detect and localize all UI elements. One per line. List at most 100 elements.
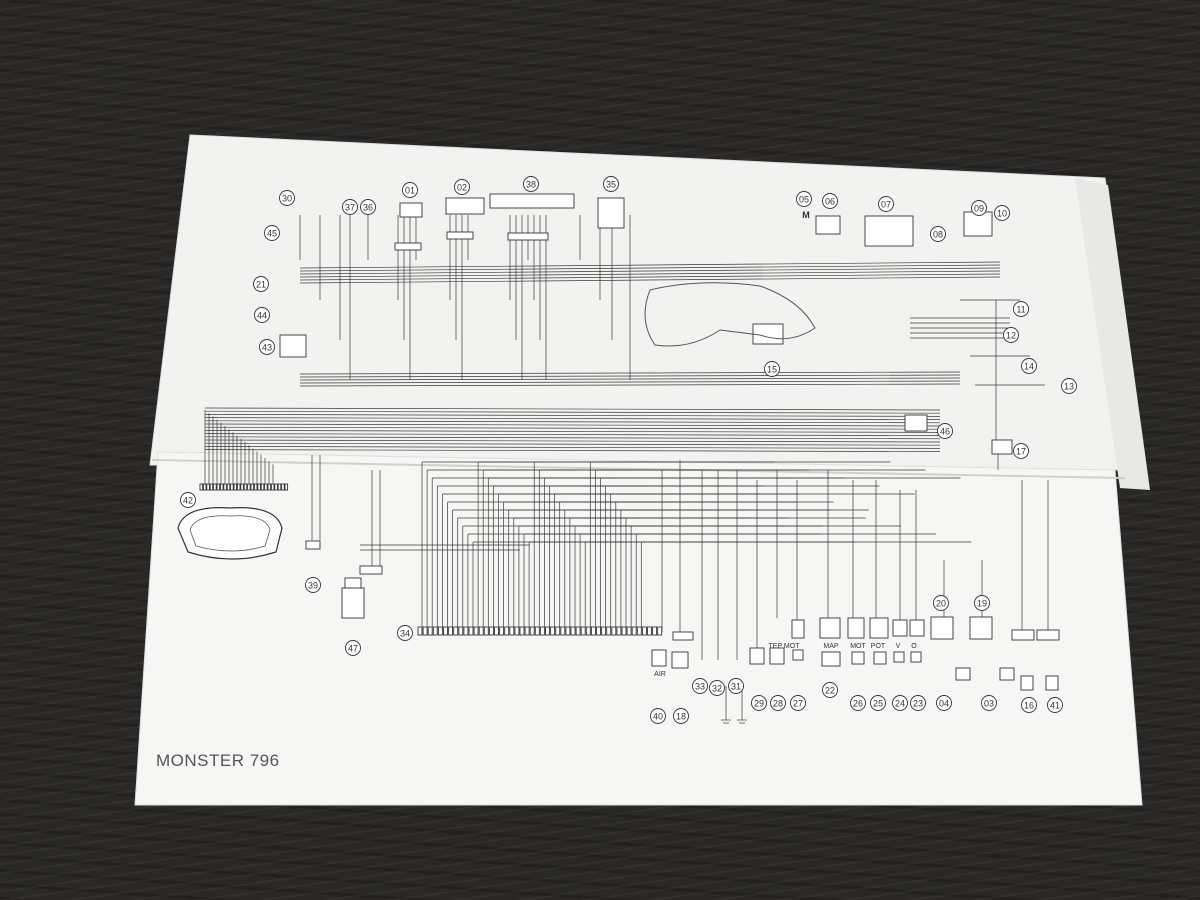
component-number-35: 35 [603,176,619,192]
component-number-34: 34 [397,625,413,641]
dash-pin [226,483,231,491]
connector-block-20 [769,647,785,665]
dash-pin [236,483,241,491]
connector-block-5 [963,211,993,237]
svg-text:41: 41 [1050,701,1060,711]
svg-text:21: 21 [256,280,266,290]
ecu-pin [494,626,499,636]
svg-text:35: 35 [606,180,616,190]
dash-pin [213,483,217,491]
ecu-pin [570,626,576,636]
svg-text:24: 24 [895,699,905,709]
dash-pin [240,483,244,491]
svg-text:45: 45 [267,229,277,239]
connector-block-25 [847,617,865,639]
svg-text:37: 37 [345,203,355,213]
motor-symbol-label: M [802,210,810,220]
svg-text:47: 47 [348,644,358,654]
dashboard-symbol [177,507,283,560]
component-number-47: 47 [345,640,361,656]
ecu-pin [468,626,474,636]
component-number-18: 18 [673,708,689,724]
dash-pin [281,483,285,491]
component-number-39: 39 [305,577,321,593]
ecu-pin [565,626,571,636]
connector-block-24 [821,651,841,667]
ecu-pin [458,626,464,636]
wire-bundle [204,215,1049,724]
connector-block-1 [445,197,485,215]
connector-block-11 [904,414,928,432]
svg-text:33: 33 [695,682,705,692]
svg-text:23: 23 [913,699,923,709]
dash-pin [264,483,268,491]
ecu-pin [432,626,438,636]
ecu-pin [427,626,433,636]
ecu-pin [575,626,581,636]
component-number-09: 09 [971,200,987,216]
dash-pin [209,483,214,491]
connector-block-18 [671,651,689,669]
component-number-19: 19 [974,595,990,611]
svg-text:06: 06 [825,197,835,207]
component-number-36: 36 [360,199,376,215]
connector-block-23 [819,617,841,639]
document-caption: MONSTER 796 [156,751,280,770]
connector-block-7 [279,334,307,358]
connector-block-40 [1045,675,1059,691]
component-number-02: 02 [454,179,470,195]
svg-text:04: 04 [939,699,949,709]
vehicle-silhouette [644,282,816,347]
connector-block-27 [892,619,908,637]
svg-text:40: 40 [653,712,663,722]
ecu-pin [631,626,637,636]
connector-block-8 [394,242,422,251]
ecu-pin [417,626,423,636]
svg-text:31: 31 [731,682,741,692]
svg-text:11: 11 [1016,305,1025,315]
ecu-pin [488,626,494,636]
dash-pin [257,483,261,491]
component-number-42: 42 [180,492,196,508]
component-number-44: 44 [254,307,270,323]
connector-block-14 [359,565,383,575]
component-number-26: 26 [850,695,866,711]
pot-label: POT [871,643,886,650]
component-number-23: 23 [910,695,926,711]
dash-pin [253,483,258,491]
svg-text:01: 01 [405,186,415,196]
ecu-pin [580,626,586,636]
component-number-28: 28 [770,695,786,711]
connector-block-9 [446,231,474,240]
ecu-pin [478,626,484,636]
connector-block-12 [991,439,1013,455]
svg-text:42: 42 [183,496,193,506]
svg-text:02: 02 [457,183,467,193]
connector-block-2 [489,193,575,209]
component-number-40: 40 [650,708,666,724]
component-number-01: 01 [402,182,418,198]
dash-pin [206,483,210,491]
svg-text:16: 16 [1024,701,1034,711]
ecu-pin [590,626,596,636]
connector-block-21 [791,619,805,639]
component-number-16: 16 [1021,697,1037,713]
ecu-pin [652,626,658,636]
svg-text:03: 03 [984,699,994,709]
svg-text:38: 38 [526,180,536,190]
ecu-pin [611,626,617,636]
svg-text:17: 17 [1016,447,1026,457]
component-number-33: 33 [692,678,708,694]
ecu-pin [509,626,515,636]
connector-block-22 [792,649,804,661]
ecu-pin [514,626,520,636]
component-number-22: 22 [822,682,838,698]
component-number-17: 17 [1013,443,1029,459]
component-number-25: 25 [870,695,886,711]
component-number-31: 31 [728,678,744,694]
dash-pin [199,483,204,491]
connector-block-6 [815,215,841,235]
ecu-pin [647,626,652,636]
connector-block-39 [1020,675,1034,691]
